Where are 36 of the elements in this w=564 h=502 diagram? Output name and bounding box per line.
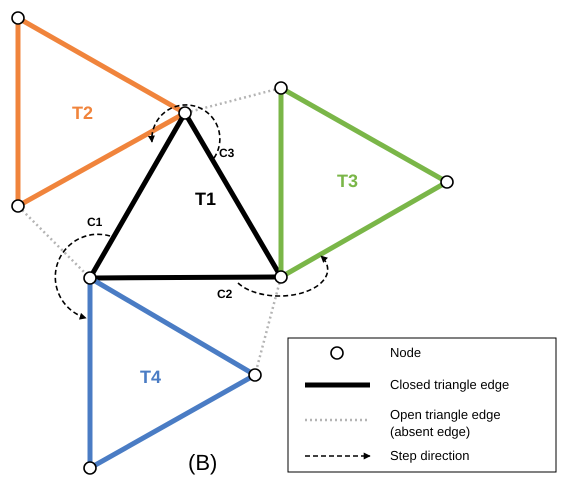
corner-label: C3 — [219, 147, 234, 159]
closed-edge — [96, 274, 276, 280]
triangle-label: T1 — [195, 190, 216, 208]
closed-edge — [284, 182, 444, 276]
node-circle — [83, 271, 97, 285]
open-edge — [190, 88, 276, 113]
triangle-label: T4 — [140, 368, 162, 386]
closed-edge — [16, 24, 20, 200]
node-circle — [274, 81, 288, 95]
node-circle — [83, 461, 97, 475]
node-circle — [440, 175, 454, 189]
legend-text: Closed triangle edge — [390, 377, 510, 394]
closed-edge — [88, 284, 92, 462]
node-circle — [274, 270, 288, 284]
node-circle — [178, 106, 192, 120]
legend-text: Step direction — [390, 448, 470, 465]
node-circle — [11, 199, 25, 213]
triangle-label: T3 — [337, 172, 358, 190]
triangle-label: T2 — [72, 104, 94, 122]
panel-label: (B) — [188, 452, 218, 474]
closed-edge — [278, 94, 284, 271]
closed-edge — [90, 116, 184, 274]
legend-text: Open triangle edge (absent edge) — [390, 407, 502, 441]
open-edge — [21, 209, 87, 275]
closed-edge — [284, 88, 444, 182]
node-circle — [248, 368, 262, 382]
corner-label: C1 — [87, 216, 102, 228]
closed-edge — [186, 116, 280, 274]
corner-label: C2 — [217, 288, 232, 300]
closed-edge — [94, 376, 251, 468]
closed-edge — [94, 278, 252, 374]
legend-text: Node — [390, 345, 422, 362]
node-circle — [11, 11, 25, 25]
closed-edge — [22, 18, 182, 112]
closed-edge — [22, 114, 181, 206]
open-edge — [255, 282, 281, 370]
